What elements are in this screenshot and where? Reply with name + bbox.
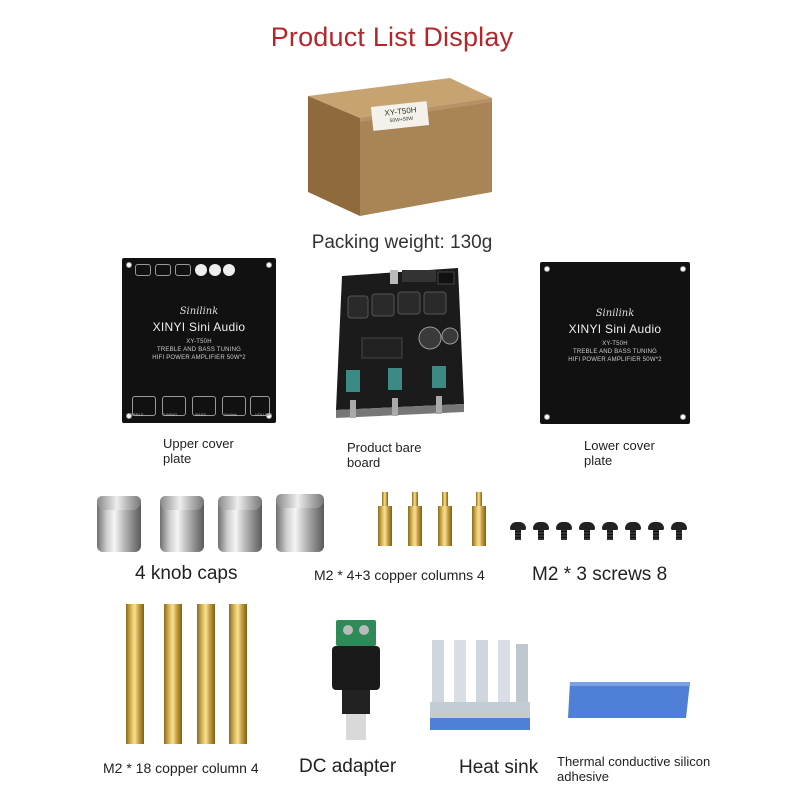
knob-cap-image	[276, 494, 324, 552]
upper-plate-knob-label: TREBLE	[128, 412, 144, 417]
caption-screws: M2 * 3 screws 8	[532, 564, 668, 585]
lower-plate-line1: TREBLE AND BASS TUNING	[573, 349, 657, 355]
caption-copper-short: M2 * 4+3 copper columns 4	[314, 567, 485, 583]
upper-plate-knob-label: BASS	[195, 412, 206, 417]
knob-cap-image	[160, 496, 204, 552]
dc-adapter-image	[326, 616, 384, 744]
heat-sink-image	[430, 640, 530, 732]
lower-plate-model: XY-T50H	[602, 341, 628, 347]
lower-cover-plate-image: Sinilink XINYI Sini Audio XY-T50H TREBLE…	[540, 262, 690, 424]
screws-image	[510, 518, 700, 552]
page-title: Product List Display	[270, 22, 514, 52]
bare-board-image	[332, 266, 466, 426]
upper-cover-plate-image: Sinilink XINYI Sini Audio XY-T50H TREBLE…	[122, 258, 276, 423]
upper-plate-knob-label: TUNING	[161, 412, 178, 417]
long-copper-column-image	[197, 604, 215, 744]
caption-lower-plate: Lower cover plate	[584, 438, 655, 468]
lower-plate-name: XINYI Sini Audio	[568, 322, 662, 336]
upper-plate-line2: HIFI POWER AMPLIFIER 50W*2	[152, 355, 246, 361]
short-copper-columns-image	[378, 492, 502, 552]
upper-plate-line1: TREBLE AND BASS TUNING	[157, 347, 241, 353]
long-copper-column-image	[229, 604, 247, 744]
upper-plate-knob-label: Sinilink	[224, 412, 237, 417]
upper-plate-model: XY-T50H	[186, 339, 212, 345]
upper-plate-name: XINYI Sini Audio	[152, 320, 246, 334]
caption-knob-caps: 4 knob caps	[135, 563, 238, 584]
upper-plate-brand: Sinilink	[179, 306, 219, 317]
caption-bare-board: Product bare board	[347, 440, 422, 470]
caption-heat-sink: Heat sink	[459, 757, 539, 778]
packing-weight: Packing weight: 130g	[311, 232, 493, 253]
long-copper-column-image	[126, 604, 144, 744]
caption-dc-adapter: DC adapter	[299, 756, 397, 777]
knob-cap-image	[218, 496, 262, 552]
packing-box-image: XY-T50H 50W+50W	[300, 74, 496, 224]
caption-upper-plate: Upper cover plate	[163, 436, 234, 466]
caption-thermal: Thermal conductive silicon adhesive	[557, 754, 711, 784]
knob-cap-image	[97, 496, 141, 552]
lower-plate-line2: HIFI POWER AMPLIFIER 50W*2	[568, 357, 662, 363]
caption-copper-long: M2 * 18 copper column 4	[103, 760, 259, 776]
upper-plate-knob-label: VOLUME	[255, 412, 272, 417]
lower-plate-brand: Sinilink	[595, 308, 635, 319]
long-copper-column-image	[164, 604, 182, 744]
thermal-pad-image	[566, 680, 694, 720]
